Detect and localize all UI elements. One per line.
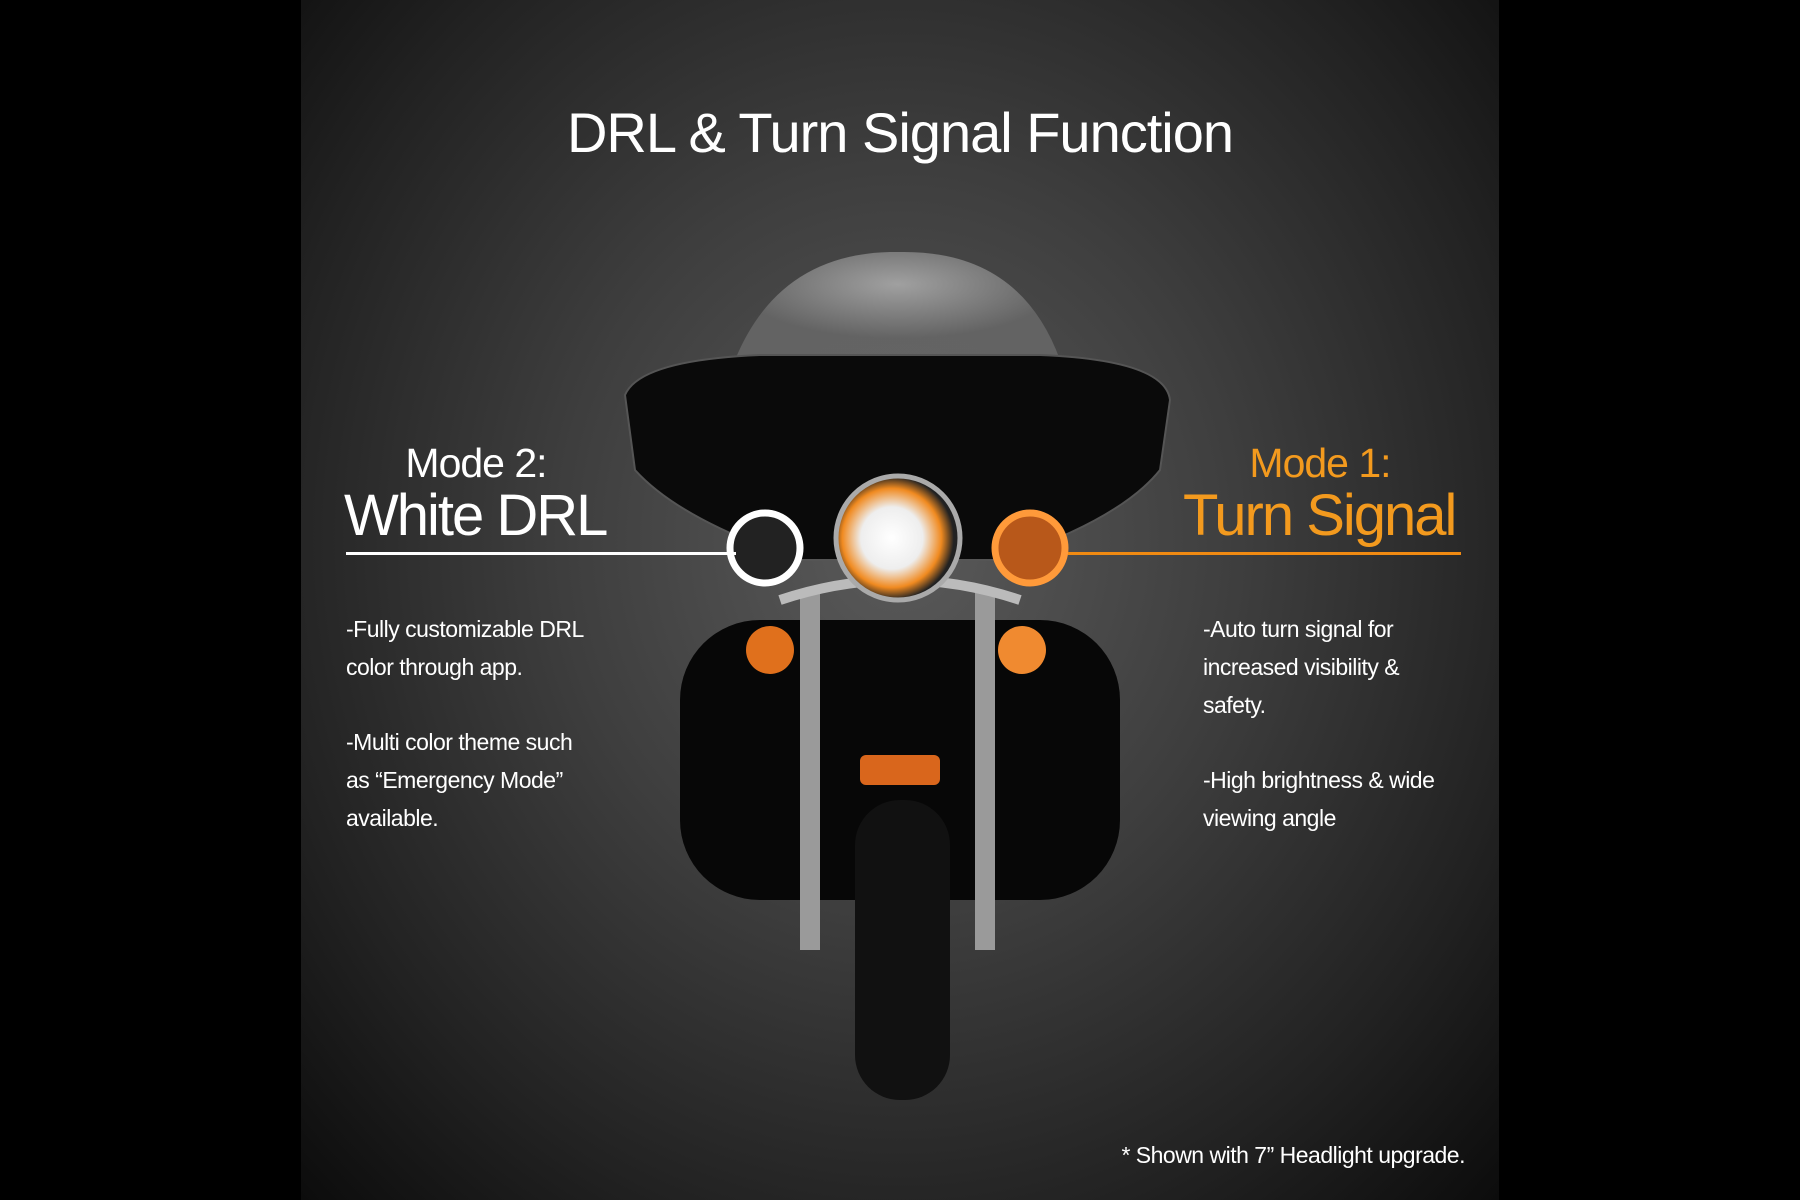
bullet-line: -Fully customizable DRL (346, 616, 584, 642)
mode-1-label: Mode 1: (1249, 440, 1391, 486)
page-title: DRL & Turn Signal Function (566, 101, 1234, 164)
headlight (833, 473, 963, 603)
fork-right (975, 590, 995, 950)
windshield (735, 251, 1060, 360)
fender-light (860, 755, 940, 785)
bullet-line: -Auto turn signal for (1203, 616, 1394, 642)
bullet-line: increased visibility & (1203, 654, 1400, 680)
turn-signal-right (998, 626, 1046, 674)
drl-description: -Fully customizable DRL color through app… (346, 610, 584, 874)
fairing (623, 354, 1172, 561)
mode-1-name: Turn Signal (1183, 483, 1457, 548)
bullet-line: available. (346, 805, 439, 831)
mode-2-label: Mode 2: (405, 440, 547, 486)
bullet-line: viewing angle (1203, 805, 1336, 831)
turn-signal-left (746, 626, 794, 674)
bullet-line: -Multi color theme such (346, 729, 573, 755)
orange-divider-line (1068, 552, 1461, 555)
mode-2-name: White DRL (344, 483, 608, 548)
aux-light-right (991, 509, 1069, 587)
fork-left (800, 590, 820, 950)
bullet-line: safety. (1203, 692, 1266, 718)
footnote: * Shown with 7” Headlight upgrade. (1121, 1142, 1465, 1168)
front-tire (855, 800, 950, 1100)
white-divider-line (346, 552, 736, 555)
bullet-line: color through app. (346, 654, 523, 680)
bullet-line: -High brightness & wide (1203, 767, 1435, 793)
aux-light-left (726, 509, 804, 587)
bullet-line: as “Emergency Mode” (346, 767, 563, 793)
turn-signal-description: -Auto turn signal for increased visibilit… (1203, 610, 1435, 874)
